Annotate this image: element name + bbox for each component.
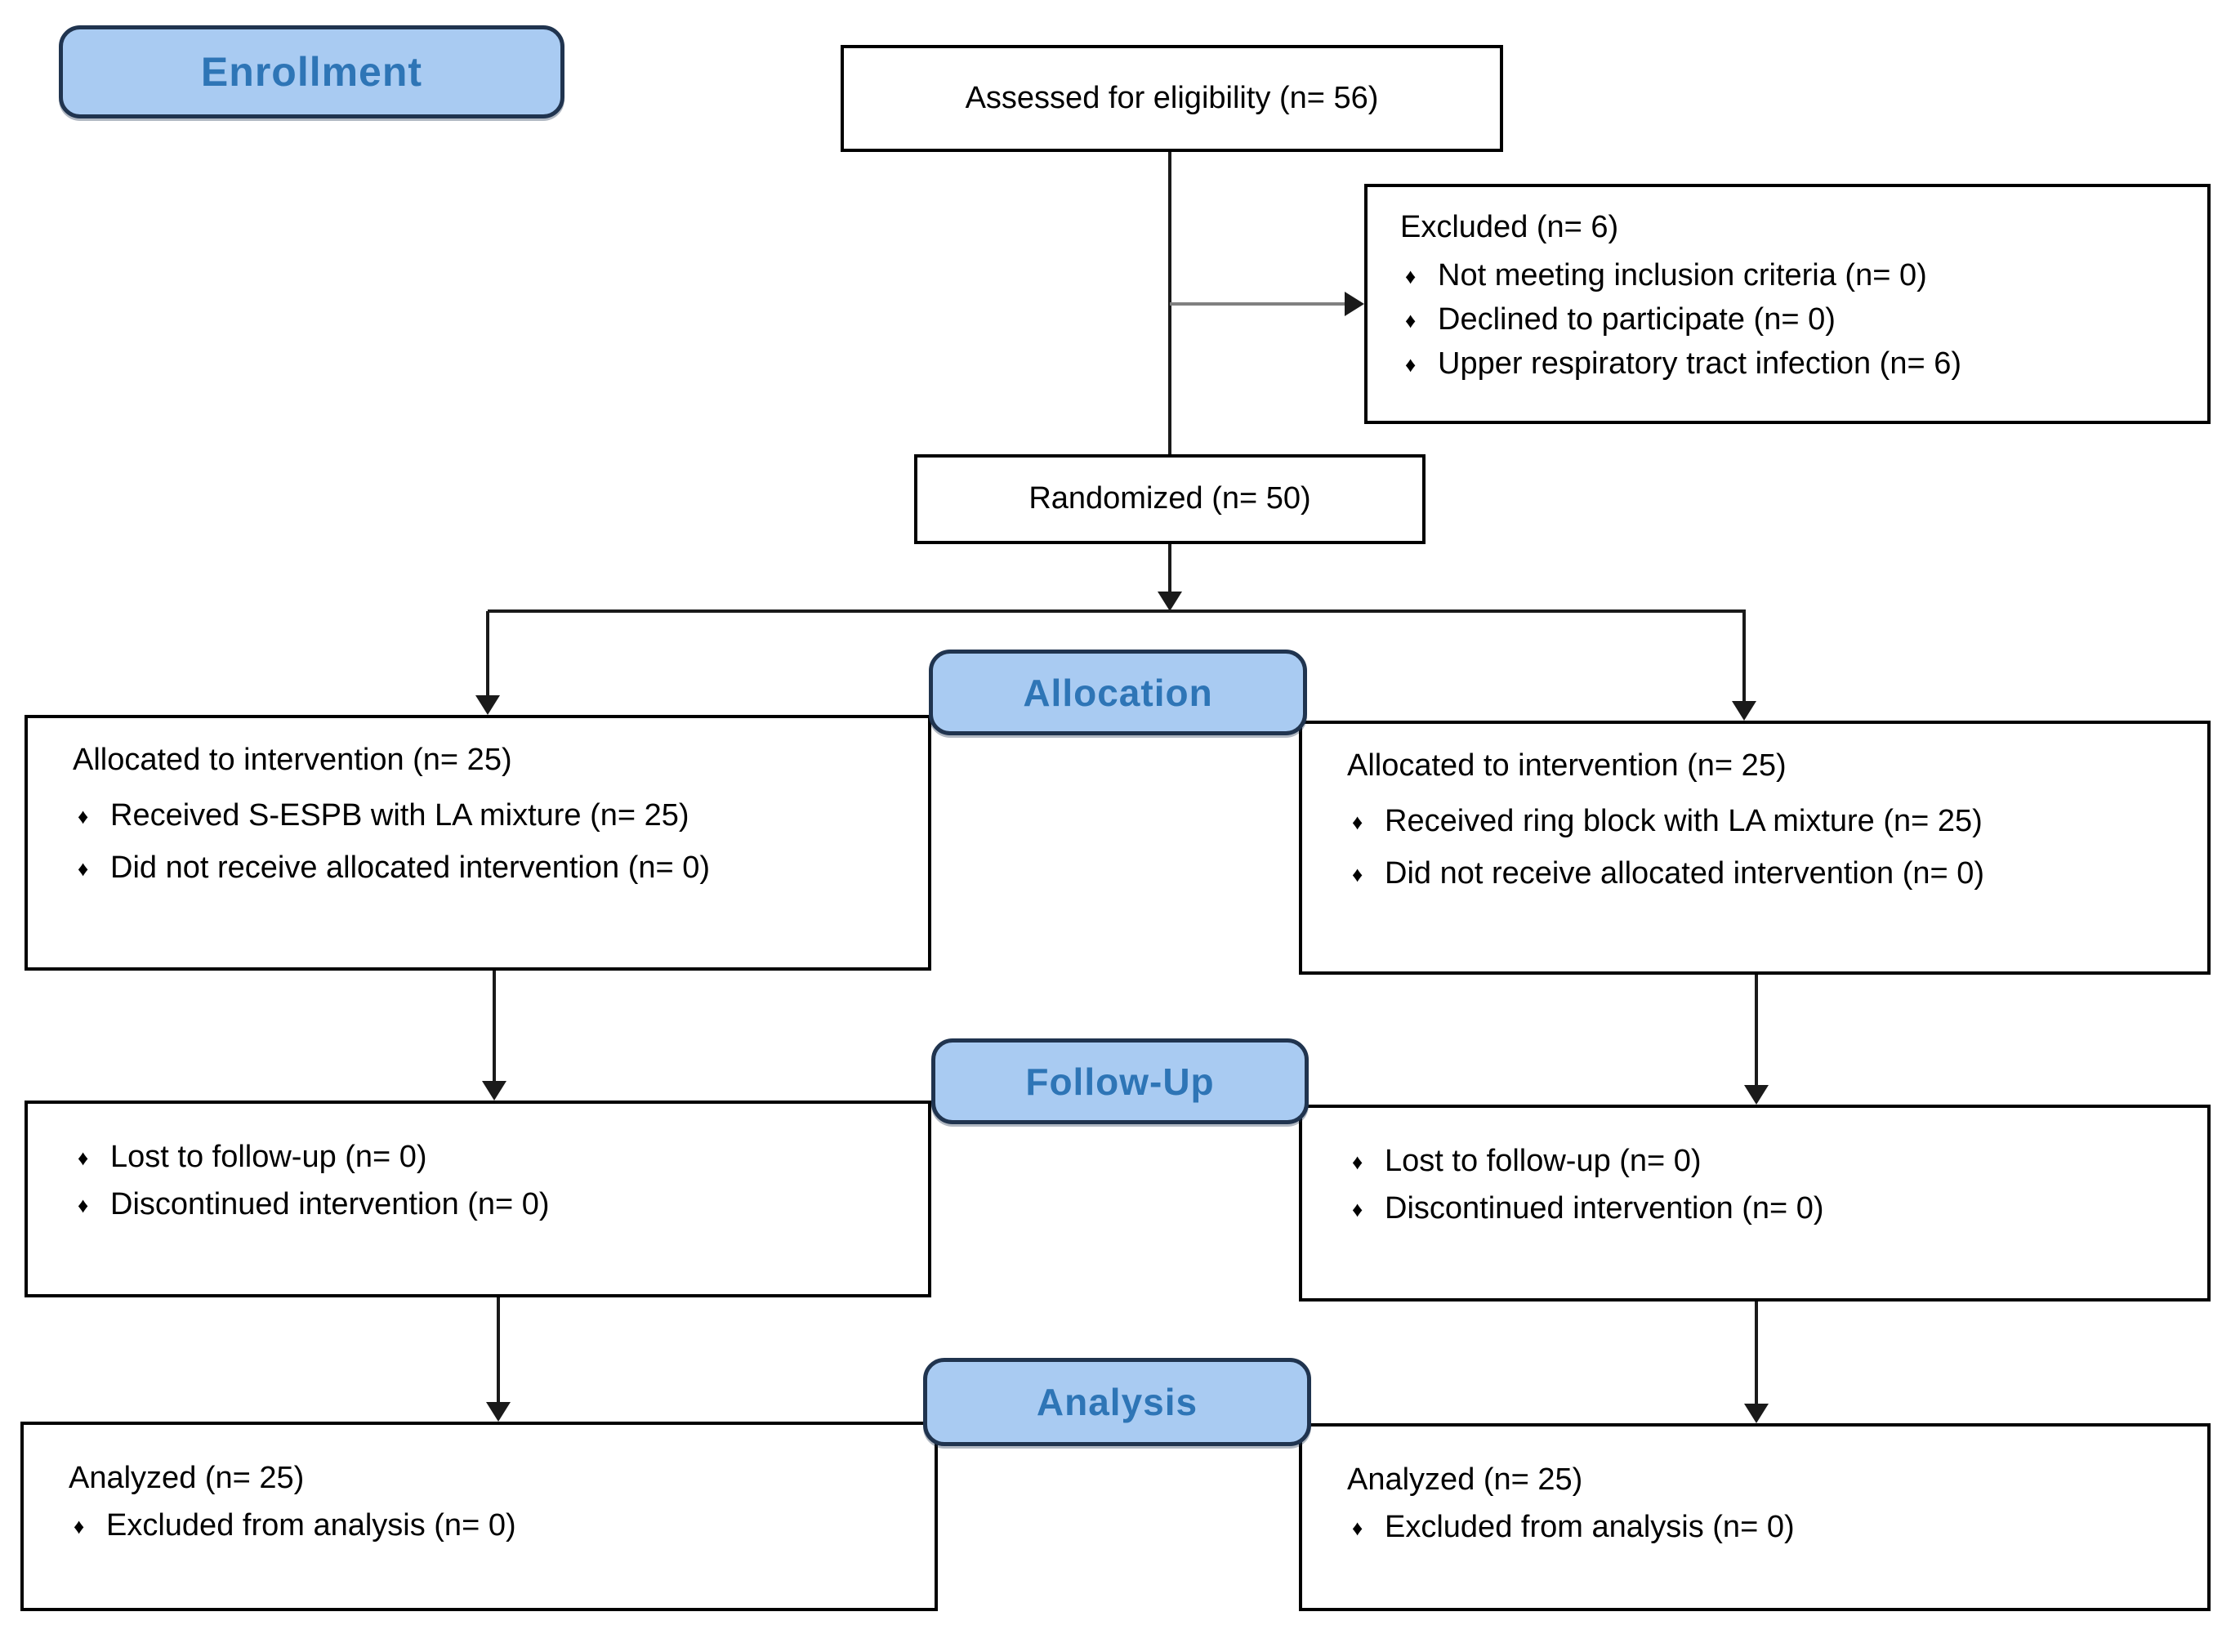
bullet-text: Lost to follow-up (n= 0) [1385, 1144, 1702, 1179]
arrowhead-followup-right-icon [1744, 1085, 1769, 1105]
analysis-left-box: Analyzed (n= 25) ♦ Excluded from analysi… [20, 1422, 938, 1611]
split-line [488, 609, 1746, 613]
stage-label-analysis-text: Analysis [1036, 1381, 1198, 1423]
bullet-item: ♦ Lost to follow-up (n= 0) [1347, 1142, 2194, 1181]
allocation-right-title: Allocated to intervention (n= 25) [1347, 748, 1787, 784]
bullet-item: ♦ Declined to participate (n= 0) [1400, 298, 2191, 342]
stage-label-enrollment-text: Enrollment [200, 49, 423, 95]
diamond-bullet-icon: ♦ [78, 1145, 89, 1170]
bullet-text: Did not receive allocated intervention (… [1385, 856, 1985, 891]
bullet-text: Received ring block with LA mixture (n= … [1385, 804, 1983, 839]
bullet-text: Received S-ESPB with LA mixture (n= 25) [110, 798, 689, 833]
connector-allocation-to-followup-right [1755, 975, 1758, 1086]
arrowhead-analysis-right-icon [1744, 1404, 1769, 1423]
bullet-text: Not meeting inclusion criteria (n= 0) [1438, 258, 1927, 293]
diamond-bullet-icon: ♦ [78, 803, 89, 828]
stage-label-followup: Follow-Up [931, 1038, 1309, 1124]
connector-split-to-allocation-right [1742, 611, 1746, 702]
assessed-for-eligibility-box: Assessed for eligibility (n= 56) [841, 45, 1503, 152]
bullet-item: ♦ Discontinued intervention (n= 0) [1347, 1190, 2194, 1229]
arrowhead-followup-left-icon [482, 1081, 506, 1101]
analysis-right-title: Analyzed (n= 25) [1347, 1462, 1583, 1498]
diamond-bullet-icon: ♦ [1352, 1196, 1363, 1221]
connector-followup-to-analysis-right [1755, 1302, 1758, 1404]
bullet-item: ♦ Did not receive allocated intervention… [1347, 855, 2194, 894]
followup-left-box: ♦ Lost to follow-up (n= 0) ♦ Discontinue… [25, 1101, 931, 1297]
arrowhead-allocation-right-icon [1732, 701, 1756, 721]
bullet-item: ♦ Did not receive allocated intervention… [73, 849, 915, 888]
diamond-bullet-icon: ♦ [1352, 1515, 1363, 1540]
diamond-bullet-icon: ♦ [78, 855, 89, 881]
randomized-text: Randomized (n= 50) [1028, 481, 1311, 516]
connector-split-to-allocation-left [486, 611, 489, 696]
bullet-item: ♦ Excluded from analysis (n= 0) [69, 1507, 921, 1546]
arrowhead-allocation-left-icon [475, 695, 500, 715]
assessed-text: Assessed for eligibility (n= 56) [965, 80, 1379, 115]
bullet-item: ♦ Upper respiratory tract infection (n= … [1400, 342, 2191, 386]
bullet-text: Lost to follow-up (n= 0) [110, 1140, 427, 1175]
bullet-item: ♦ Excluded from analysis (n= 0) [1347, 1508, 2194, 1547]
connector-allocation-to-followup-left [493, 971, 496, 1082]
arrowhead-analysis-left-icon [486, 1402, 511, 1422]
diamond-bullet-icon: ♦ [78, 1192, 89, 1217]
bullet-text: Discontinued intervention (n= 0) [1385, 1191, 1824, 1226]
bullet-text: Discontinued intervention (n= 0) [110, 1187, 550, 1222]
excluded-box: Excluded (n= 6) ♦ Not meeting inclusion … [1364, 184, 2211, 424]
bullet-text: Declined to participate (n= 0) [1438, 302, 1836, 337]
bullet-text: Excluded from analysis (n= 0) [106, 1508, 516, 1543]
randomized-box: Randomized (n= 50) [914, 454, 1426, 544]
stage-label-analysis: Analysis [923, 1358, 1311, 1446]
bullet-text: Excluded from analysis (n= 0) [1385, 1510, 1795, 1545]
bullet-text: Upper respiratory tract infection (n= 6) [1438, 346, 1961, 382]
bullet-item: ♦ Discontinued intervention (n= 0) [73, 1185, 915, 1225]
followup-right-box: ♦ Lost to follow-up (n= 0) ♦ Discontinue… [1299, 1105, 2211, 1302]
analysis-left-title: Analyzed (n= 25) [69, 1461, 305, 1496]
arrowhead-to-split-icon [1158, 592, 1182, 611]
diamond-bullet-icon: ♦ [1405, 307, 1417, 333]
diamond-bullet-icon: ♦ [1352, 861, 1363, 886]
bullet-text: Did not receive allocated intervention (… [110, 851, 711, 886]
stage-label-followup-text: Follow-Up [1025, 1060, 1215, 1103]
bullet-item: ♦ Lost to follow-up (n= 0) [73, 1138, 915, 1177]
diamond-bullet-icon: ♦ [1352, 1149, 1363, 1174]
excluded-title: Excluded (n= 6) [1400, 210, 1619, 245]
arrowhead-to-excluded-icon [1345, 292, 1364, 316]
stage-label-allocation-text: Allocation [1023, 671, 1213, 714]
connector-randomized-to-split [1168, 544, 1171, 593]
diamond-bullet-icon: ♦ [1405, 351, 1417, 377]
bullet-item: ♦ Not meeting inclusion criteria (n= 0) [1400, 254, 2191, 298]
diamond-bullet-icon: ♦ [1405, 263, 1417, 288]
bullet-item: ♦ Received S-ESPB with LA mixture (n= 25… [73, 797, 915, 836]
analysis-right-box: Analyzed (n= 25) ♦ Excluded from analysi… [1299, 1423, 2211, 1611]
allocation-left-title: Allocated to intervention (n= 25) [73, 743, 512, 778]
stage-label-enrollment: Enrollment [59, 25, 564, 118]
connector-followup-to-analysis-left [497, 1297, 500, 1403]
allocation-left-box: Allocated to intervention (n= 25) ♦ Rece… [25, 715, 931, 971]
connector-to-excluded [1170, 302, 1348, 306]
diamond-bullet-icon: ♦ [74, 1513, 85, 1538]
allocation-right-box: Allocated to intervention (n= 25) ♦ Rece… [1299, 721, 2211, 975]
diamond-bullet-icon: ♦ [1352, 809, 1363, 834]
stage-label-allocation: Allocation [929, 650, 1307, 735]
bullet-item: ♦ Received ring block with LA mixture (n… [1347, 802, 2194, 842]
